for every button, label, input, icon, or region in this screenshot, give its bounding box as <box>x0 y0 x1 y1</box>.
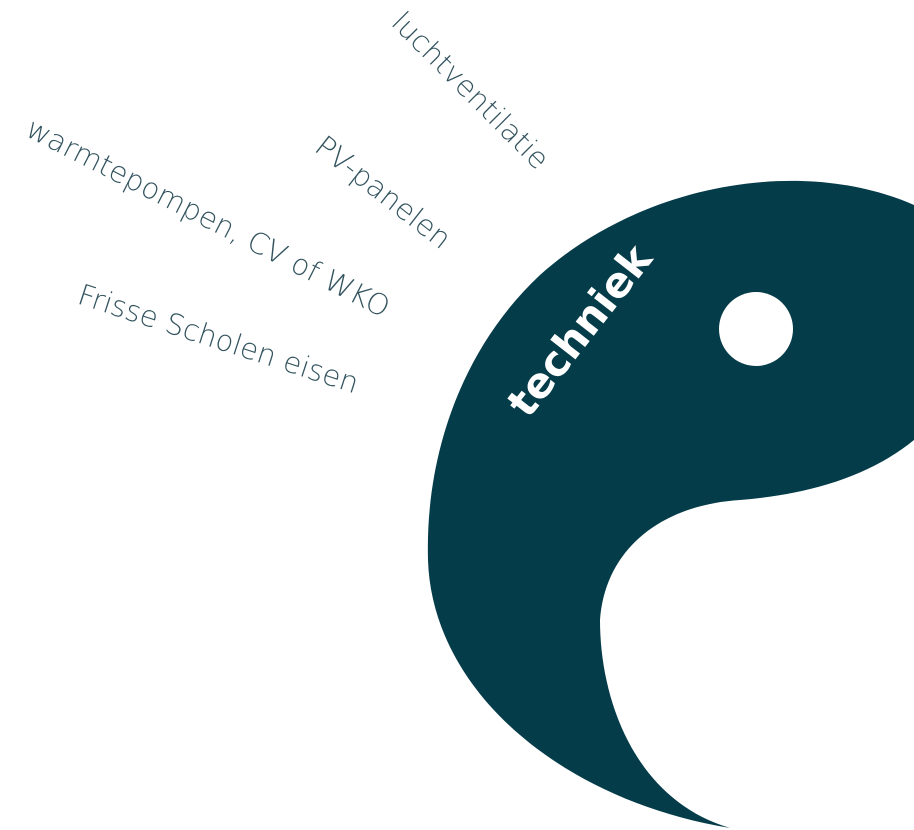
label-frisse-scholen: Frisse Scholen eisen <box>74 277 363 400</box>
techniek-shape <box>427 180 914 828</box>
shape-dot <box>719 292 793 366</box>
label-pv-panelen: PV-panelen <box>309 129 458 256</box>
label-luchtventilatie: luchtventilatie <box>385 5 556 176</box>
